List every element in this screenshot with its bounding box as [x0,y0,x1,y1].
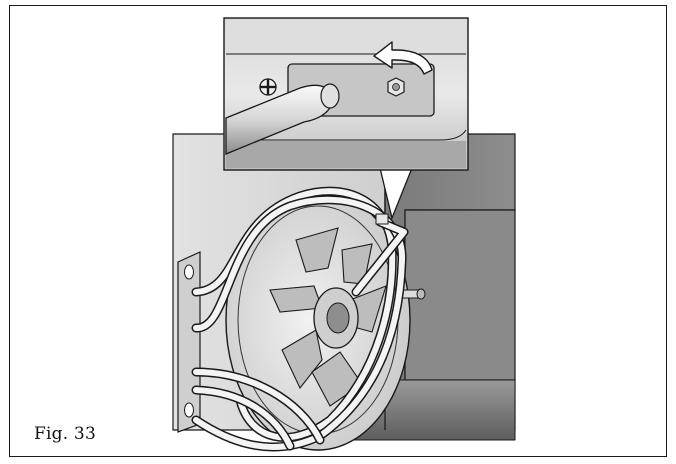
hex-nut-icon [387,77,405,97]
heating-element-icon [191,186,409,452]
detail-inset [223,17,469,171]
fan-blade-icon [269,227,387,407]
figure-caption: Fig. 33 [34,424,96,444]
rotate-arrow-icon [373,41,433,75]
screw-icon [259,78,277,96]
mounting-bracket [177,251,201,433]
